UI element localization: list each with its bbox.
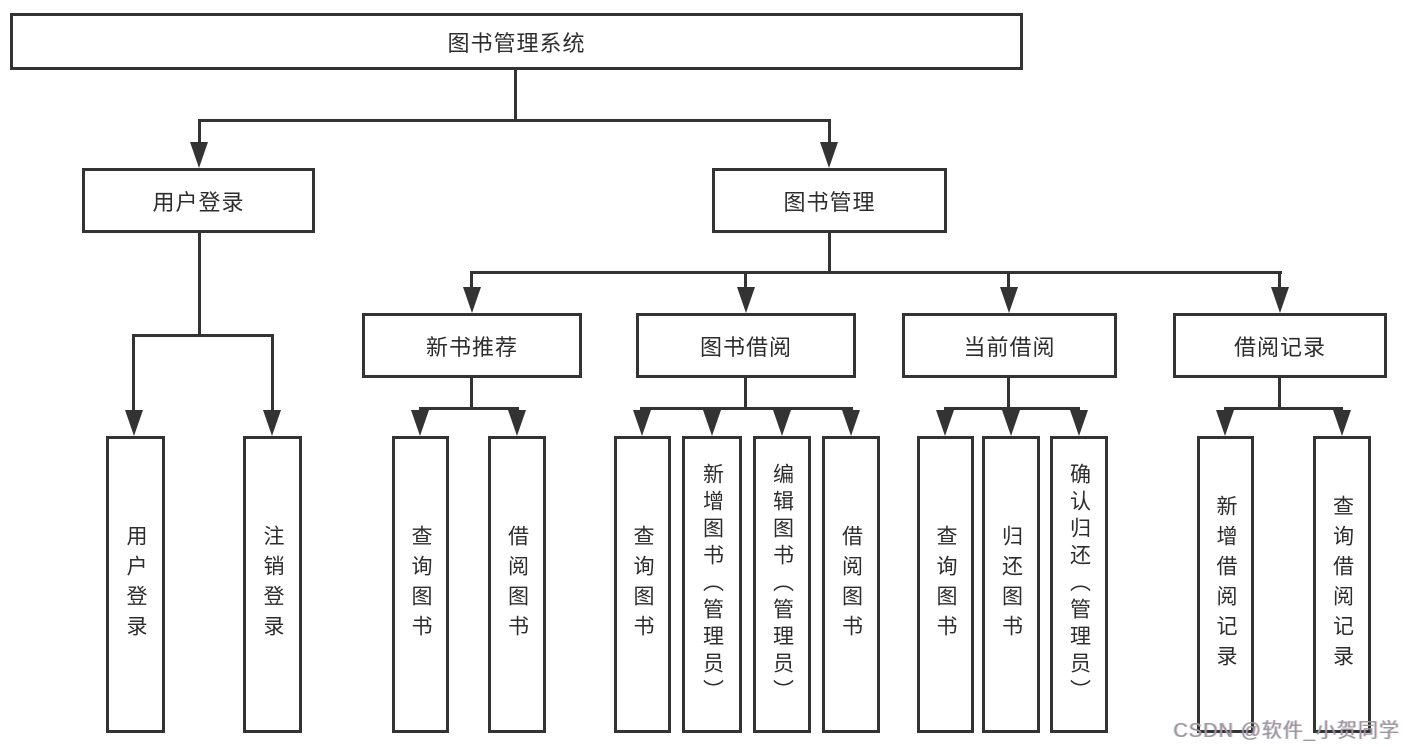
leaf-label: 归还图书: [999, 524, 1023, 645]
connector-arrow: [703, 410, 721, 436]
connector-vline: [1007, 271, 1010, 291]
node-label: 用户登录: [152, 189, 245, 215]
connector-arrow: [842, 410, 860, 436]
leaf-confirm-return-admin: 确认归还（管理员）: [1050, 436, 1108, 733]
leaf-borrow-books-1: 借阅图书: [488, 436, 546, 733]
leaf-label: 借阅图书: [505, 524, 529, 645]
leaf-label: 查询借阅记录: [1330, 494, 1354, 675]
connector-hline: [471, 271, 1282, 274]
connector-arrow: [1216, 410, 1234, 436]
leaf-label: 新增图书（管理员）: [700, 463, 724, 706]
connector-vline: [198, 233, 201, 336]
leaf-label: 借阅图书: [839, 524, 863, 645]
connector-arrow: [936, 410, 954, 436]
connector-arrow: [190, 142, 208, 168]
node-book-management: 图书管理: [712, 168, 947, 233]
connector-arrow: [820, 142, 838, 168]
leaf-edit-books-admin: 编辑图书（管理员）: [753, 436, 811, 733]
connector-vline: [744, 271, 747, 291]
connector-hline: [419, 407, 519, 410]
connector-arrow: [1333, 410, 1351, 436]
leaf-label: 查询图书: [631, 524, 654, 645]
connector-vline: [828, 119, 831, 145]
connector-vline: [198, 119, 201, 145]
node-current-borrowing: 当前借阅: [902, 313, 1117, 378]
connector-vline: [470, 378, 473, 410]
node-label: 新书推荐: [425, 334, 518, 360]
leaf-borrow-books-2: 借阅图书: [822, 436, 880, 733]
connector-vline: [828, 233, 831, 273]
node-book-borrowing: 图书借阅: [636, 313, 856, 378]
node-label: 图书借阅: [699, 334, 792, 360]
leaf-label: 查询图书: [409, 524, 432, 645]
leaf-label: 确认归还（管理员）: [1067, 463, 1091, 706]
node-user-login-branch: 用户登录: [82, 168, 315, 233]
leaf-add-borrow-record: 新增借阅记录: [1197, 436, 1254, 733]
leaf-logout: 注销登录: [243, 436, 302, 733]
leaf-label: 注销登录: [261, 524, 284, 645]
connector-vline: [132, 334, 135, 414]
node-label: 图书管理系统: [447, 30, 586, 56]
connector-arrow: [633, 410, 651, 436]
leaf-add-books-admin: 新增图书（管理员）: [682, 436, 742, 733]
watermark: CSDN @软件_小贺同学: [1173, 720, 1400, 742]
connector-arrow: [263, 410, 281, 436]
node-label: 图书管理: [783, 189, 876, 215]
connector-vline: [1278, 271, 1281, 291]
leaf-query-books-2: 查询图书: [614, 436, 671, 733]
leaf-label: 新增借阅记录: [1214, 494, 1237, 675]
connector-arrow: [508, 410, 526, 436]
leaf-label: 查询图书: [934, 524, 957, 645]
leaf-query-books-3: 查询图书: [917, 436, 974, 733]
leaf-query-borrow-record: 查询借阅记录: [1313, 436, 1371, 733]
connector-arrow: [1002, 410, 1020, 436]
connector-vline: [744, 378, 747, 410]
connector-arrow: [737, 287, 755, 313]
node-borrowing-records: 借阅记录: [1173, 313, 1387, 378]
connector-hline: [944, 407, 1080, 410]
connector-vline: [1007, 378, 1010, 410]
connector-arrow: [463, 287, 481, 313]
connector-hline: [132, 334, 274, 337]
connector-arrow: [411, 410, 429, 436]
connector-hline: [198, 119, 831, 122]
connector-arrow: [773, 410, 791, 436]
connector-hline: [1224, 407, 1343, 410]
connector-vline: [514, 70, 517, 120]
connector-arrow: [1000, 287, 1018, 313]
node-new-book-recommend: 新书推荐: [362, 313, 582, 378]
leaf-query-books-1: 查询图书: [392, 436, 449, 733]
node-label: 当前借阅: [963, 334, 1056, 360]
connector-vline: [271, 334, 274, 414]
leaf-return-books: 归还图书: [982, 436, 1040, 733]
node-label: 借阅记录: [1233, 334, 1326, 360]
connector-arrow: [125, 410, 143, 436]
leaf-label: 用户登录: [124, 524, 147, 645]
connector-hline: [640, 407, 853, 410]
connector-arrow: [1271, 287, 1289, 313]
connector-vline: [470, 271, 473, 291]
leaf-user-login: 用户登录: [106, 436, 165, 733]
connector-vline: [1278, 378, 1281, 410]
leaf-label: 编辑图书（管理员）: [770, 463, 794, 706]
connector-arrow: [1070, 410, 1088, 436]
node-root: 图书管理系统: [10, 13, 1023, 70]
